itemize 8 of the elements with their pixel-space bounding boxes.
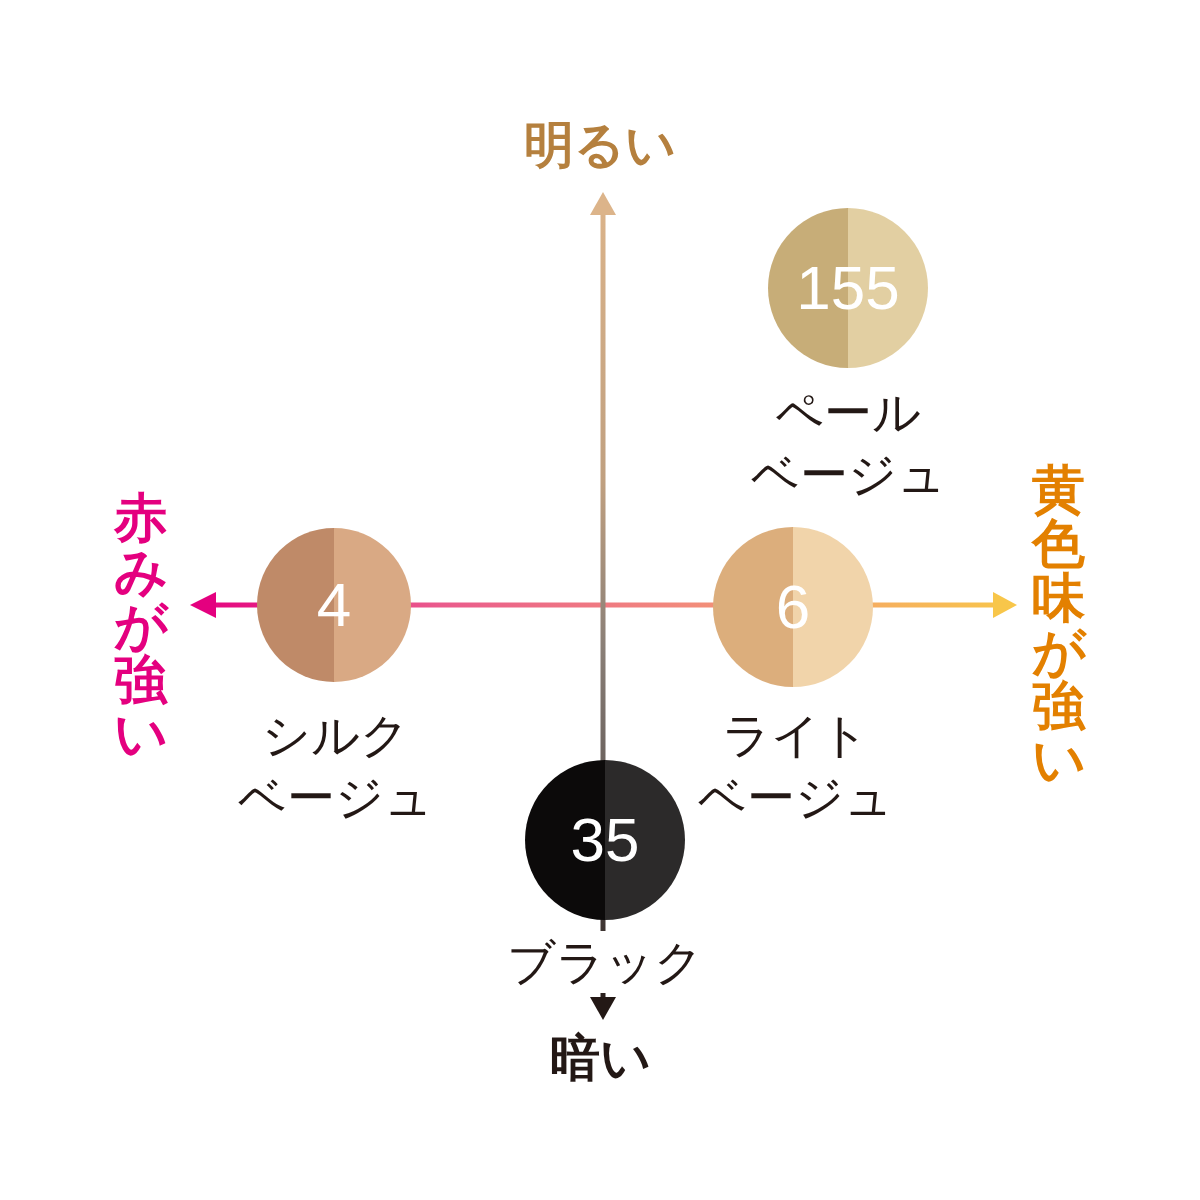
axis-label: 暗い	[549, 1030, 651, 1086]
swatch-circle: 35	[525, 760, 685, 920]
axis-label: 赤みが強い	[113, 490, 167, 762]
axis-label: 黄色味が強い	[1031, 462, 1085, 788]
axis-label: 明るい	[524, 117, 676, 173]
swatch-circle: 4	[257, 528, 411, 682]
swatch-circle: 155	[768, 208, 928, 368]
swatch-circle: 6	[713, 527, 873, 687]
